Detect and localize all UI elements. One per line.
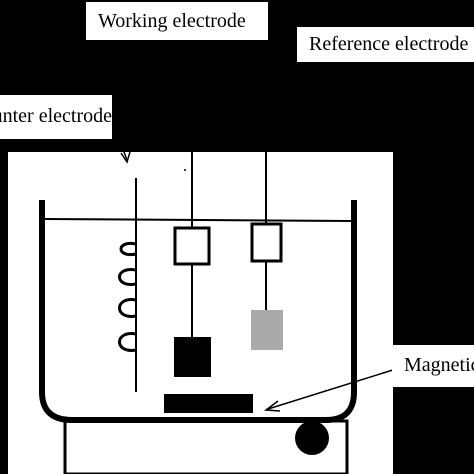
magnetic-stirrer-label: Magnetic stirrer bbox=[392, 345, 474, 387]
stirrer-pointer bbox=[267, 368, 397, 410]
reference-electrode-holder bbox=[250, 222, 283, 263]
electrolyte-surface bbox=[44, 218, 352, 222]
beaker bbox=[39, 200, 357, 423]
counter-electrode-pointer bbox=[117, 135, 128, 161]
working-electrode-plate bbox=[174, 337, 211, 377]
reference-electrode-label: Reference electrode bbox=[297, 27, 474, 62]
counter-electrode-text: Counter electrode bbox=[0, 105, 112, 127]
reference-electrode-tip bbox=[251, 310, 283, 350]
working-electrode-holder bbox=[173, 226, 211, 266]
stirrer-knob bbox=[295, 421, 329, 455]
magnetic-stirrer-text: Magnetic stirrer bbox=[404, 354, 474, 376]
counter-electrode-pointer-head bbox=[120, 151, 131, 164]
working-electrode-mark bbox=[184, 169, 186, 171]
working-electrode-label: Working electrode bbox=[86, 2, 268, 40]
stirrer-pointer-head bbox=[263, 400, 281, 412]
counter-electrode-label: Counter electrode bbox=[0, 95, 112, 139]
counter-electrode-coil bbox=[118, 241, 137, 352]
stir-bar bbox=[164, 394, 253, 413]
working-electrode-text: Working electrode bbox=[98, 10, 246, 32]
reference-electrode-text: Reference electrode bbox=[309, 33, 469, 55]
